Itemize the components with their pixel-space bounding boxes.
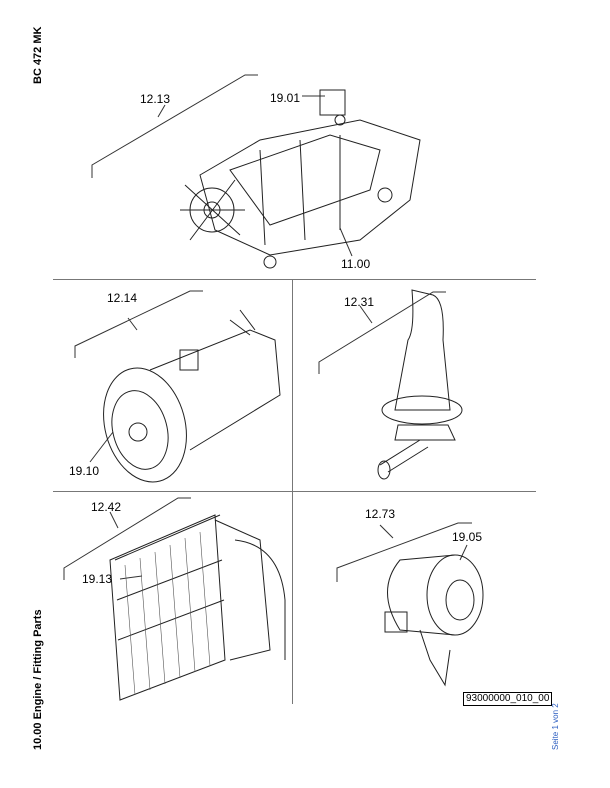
hydraulic-pump-drawing [103, 309, 281, 483]
callout-19-10: 19.10 [69, 464, 100, 478]
air-filter-drawing [384, 554, 484, 687]
callout-12-42: 12.42 [91, 500, 122, 514]
callout-12-73: 12.73 [365, 507, 396, 521]
grid-divider-vertical [292, 279, 293, 704]
callout-19-05: 19.05 [452, 530, 483, 544]
callout-12-31: 12.31 [344, 295, 375, 309]
callout-12-13: 12.13 [140, 92, 171, 106]
radiator-drawing [109, 514, 286, 701]
callout-19-13: 19.13 [82, 572, 113, 586]
leader-lines [63, 74, 472, 582]
callout-11-00: 11.00 [341, 257, 371, 271]
exhaust-silencer-drawing [377, 289, 463, 480]
callout-19-01: 19.01 [270, 91, 301, 105]
grid-divider-middle [53, 491, 536, 492]
callout-12-14: 12.14 [107, 291, 138, 305]
drawing-reference-number: 93000000_010_00 [463, 692, 553, 706]
engine-drawing [180, 89, 421, 269]
grid-divider-top [53, 279, 536, 280]
